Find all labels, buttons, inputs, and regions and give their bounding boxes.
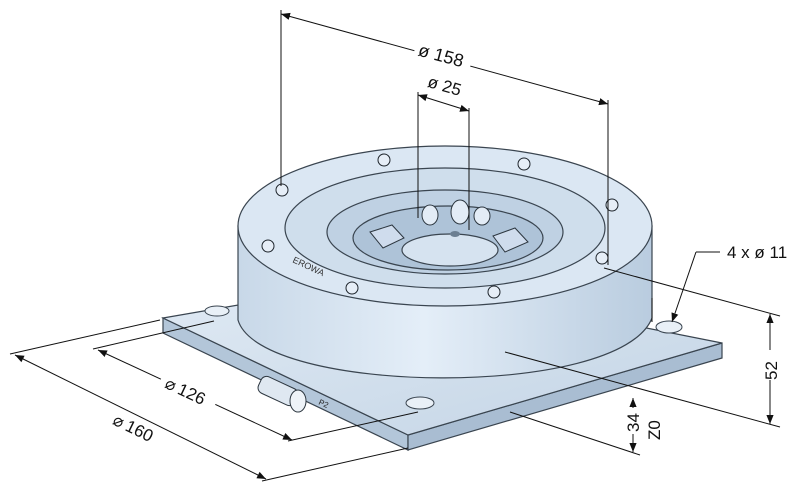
label-z0: Z0	[645, 420, 664, 440]
label-holes: 4 x ø 11	[727, 243, 787, 262]
label-inner-diameter: ø 25	[426, 72, 464, 100]
cylinder-body: EROWA	[237, 145, 653, 379]
port-label: P2	[317, 398, 330, 411]
label-height-base: 34	[624, 413, 643, 432]
mounting-hole	[204, 305, 230, 317]
label-outer-diameter: ø 158	[416, 40, 466, 71]
ring-screws	[261, 153, 619, 299]
mounting-hole	[655, 320, 683, 334]
label-height-total: 52	[762, 361, 781, 380]
mounting-hole	[405, 396, 435, 410]
